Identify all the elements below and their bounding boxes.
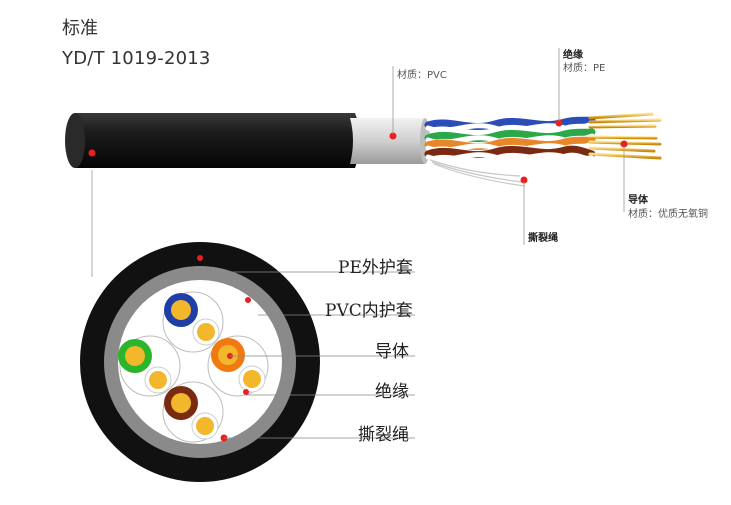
label-pe-outer-sheath: PE外护套 <box>338 258 413 278</box>
label-insulation: 绝缘 <box>375 382 409 402</box>
leader-lines <box>91 48 625 277</box>
marker-insulation <box>555 119 563 127</box>
conductors <box>588 112 664 160</box>
cross-core-area <box>118 280 282 444</box>
marker-inner-sheath <box>389 132 397 140</box>
standard-code: YD/T 1019-2013 <box>62 48 211 69</box>
inner-sheath <box>350 118 429 164</box>
standard-title: 标准 <box>62 18 98 39</box>
label-pvc-inner-sheath: PVC内护套 <box>325 301 413 321</box>
twisted-pairs <box>424 116 596 162</box>
label-ripcord: 撕裂绳 <box>358 425 409 445</box>
insulation-material-label: 材质：PE <box>563 63 606 74</box>
label-conductor: 导体 <box>375 342 409 362</box>
conductor-label: 导体 <box>628 195 648 206</box>
conductor-material-label: 材质：优质无氧铜 <box>628 209 708 220</box>
cross-section <box>80 242 320 482</box>
sheath-material-label: 材质：PVC <box>397 70 447 81</box>
ripcord-label: 撕裂绳 <box>528 233 558 244</box>
cable-side-view <box>65 112 664 187</box>
ripcord-strands <box>429 159 526 187</box>
cross-leader-lines <box>200 271 415 439</box>
marker-conductor <box>620 140 628 148</box>
outer-sheath <box>66 113 361 168</box>
marker-ripcord <box>520 176 528 184</box>
marker-outer-sheath <box>88 149 96 157</box>
insulation-label: 绝缘 <box>563 50 583 61</box>
